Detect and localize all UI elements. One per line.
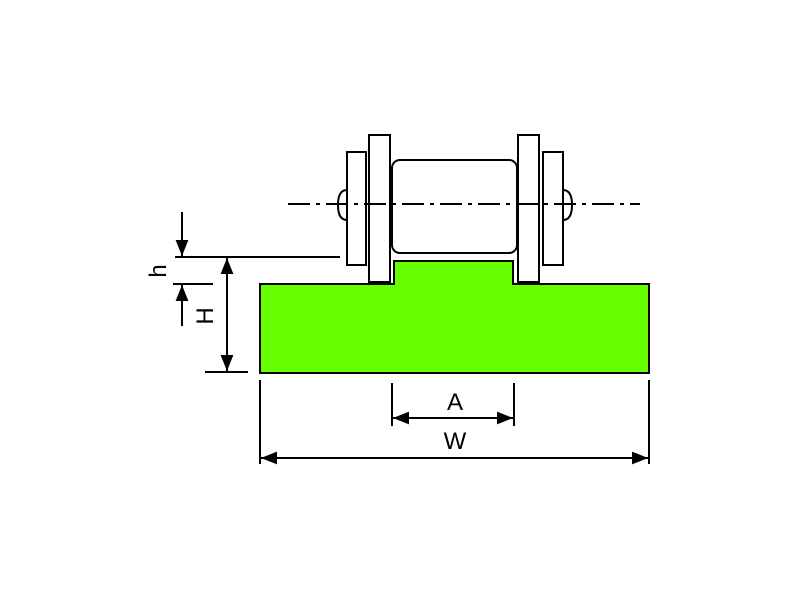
- left-outer-plate: [346, 151, 367, 266]
- h-label: h: [145, 264, 172, 277]
- left-inner-plate: [368, 134, 391, 283]
- roller: [391, 159, 518, 254]
- A-label: A: [447, 389, 463, 416]
- H-label: H: [192, 307, 219, 324]
- right-inner-plate: [517, 134, 540, 283]
- base-rail: [259, 260, 650, 374]
- W-label: W: [444, 428, 467, 455]
- right-outer-plate: [542, 151, 564, 266]
